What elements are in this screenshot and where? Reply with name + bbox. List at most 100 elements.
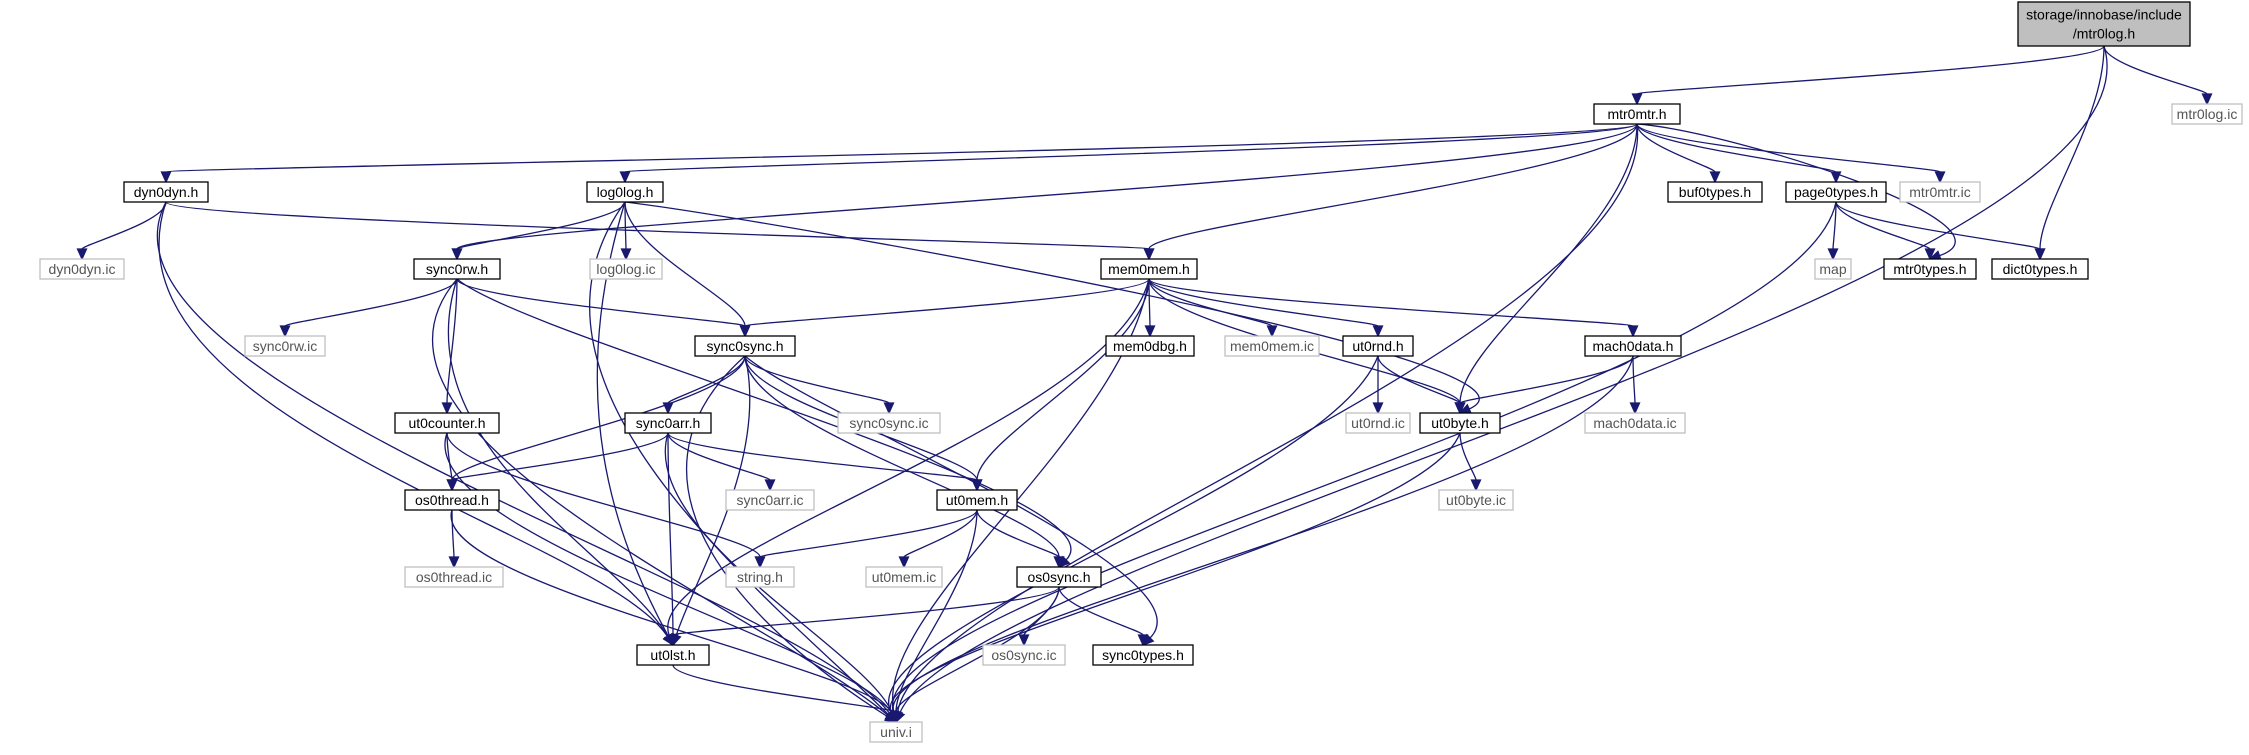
node-box: [394, 412, 500, 434]
node-ut0lst-h[interactable]: ut0lst.h: [636, 644, 710, 666]
node-ut0mem-h[interactable]: ut0mem.h: [936, 489, 1018, 511]
node-box: [1584, 335, 1682, 357]
edge-line: [744, 355, 890, 404]
edge-arrowhead: [620, 248, 632, 261]
node-box: [1593, 103, 1681, 125]
edge-sync0arr_h-to-sync0arr_ic: [667, 432, 776, 492]
edge-arrowhead: [971, 479, 983, 492]
edge-line: [1636, 123, 1941, 173]
node-sync0rw-ic[interactable]: sync0rw.ic: [244, 335, 326, 357]
node-mtr0mtr-h[interactable]: mtr0mtr.h: [1593, 103, 1681, 125]
edge-mtr0mtr_h-to-univ_i: [892, 123, 1638, 724]
edge-line: [456, 278, 1072, 561]
node-box: [1814, 258, 1852, 280]
node-mtr0mtr-ic[interactable]: mtr0mtr.ic: [1899, 181, 1981, 203]
node-label: sync0sync.h: [706, 338, 783, 354]
node-ut0counter-h[interactable]: ut0counter.h: [394, 412, 500, 434]
edge-line: [156, 201, 891, 715]
edge-line: [895, 586, 1060, 713]
edge-arrowhead: [160, 171, 172, 184]
node-label: os0sync.h: [1027, 569, 1090, 585]
edge-mtr0mtr_h-to-log0log_h: [619, 123, 1638, 184]
node-sync0arr-h[interactable]: sync0arr.h: [624, 412, 712, 434]
edge-line: [456, 123, 1638, 250]
edge-arrowhead: [890, 711, 902, 724]
node-ut0rnd-ic[interactable]: ut0rnd.ic: [1345, 412, 1411, 434]
node-dyn0dyn-h[interactable]: dyn0dyn.h: [123, 181, 209, 203]
node-univ-i[interactable]: univ.i: [869, 721, 923, 743]
node-dict0types-h[interactable]: dict0types.h: [1991, 258, 2089, 280]
node-sync0rw-h[interactable]: sync0rw.h: [413, 258, 501, 280]
edge-line: [744, 355, 1060, 558]
node-label: storage/innobase/include: [2026, 7, 2182, 23]
node-box: [869, 721, 923, 743]
node-label: ut0rnd.ic: [1351, 415, 1405, 431]
edge-line: [451, 355, 746, 481]
edge-line: [1058, 586, 1144, 636]
node-dyn0dyn-ic[interactable]: dyn0dyn.ic: [39, 258, 125, 280]
node-buf0types-h[interactable]: buf0types.h: [1667, 181, 1763, 203]
edge-mtr0log_h-to-mtr0log_ic: [2103, 45, 2213, 106]
node-mtr0log-h[interactable]: storage/innobase/include/mtr0log.h: [2017, 1, 2191, 47]
edge-log0log_h-to-ut0byte_h: [624, 201, 1480, 414]
edge-line: [888, 355, 1379, 714]
node-sync0types-h[interactable]: sync0types.h: [1092, 644, 1194, 666]
node-sync0sync-h[interactable]: sync0sync.h: [694, 335, 796, 357]
node-os0thread-ic[interactable]: os0thread.ic: [404, 566, 504, 588]
node-label: sync0rw.ic: [253, 338, 318, 354]
node-box: [39, 258, 125, 280]
node-ut0byte-ic[interactable]: ut0byte.ic: [1438, 489, 1514, 511]
node-mem0mem-h[interactable]: mem0mem.h: [1100, 258, 1198, 280]
edge-sync0arr_h-to-ut0mem_h: [667, 432, 983, 492]
node-sync0sync-ic[interactable]: sync0sync.ic: [837, 412, 941, 434]
node-box: [1345, 412, 1411, 434]
edge-line: [672, 664, 897, 713]
node-label: sync0arr.ic: [737, 492, 804, 508]
node-map[interactable]: map: [1814, 258, 1852, 280]
edge-line: [1148, 278, 1634, 327]
node-sync0arr-ic[interactable]: sync0arr.ic: [725, 489, 815, 511]
node-ut0rnd-h[interactable]: ut0rnd.h: [1342, 335, 1414, 357]
node-mem0dbg-h[interactable]: mem0dbg.h: [1105, 335, 1195, 357]
edge-mem0mem_h-to-sync0sync_h: [739, 278, 1150, 338]
edge-line: [1636, 45, 2105, 95]
node-mem0mem-ic[interactable]: mem0mem.ic: [1224, 335, 1320, 357]
edge-line: [1377, 355, 1461, 404]
node-label: page0types.h: [1794, 184, 1878, 200]
node-label: ut0mem.ic: [872, 569, 937, 585]
node-ut0byte-h[interactable]: ut0byte.h: [1419, 412, 1501, 434]
node-box: [404, 489, 500, 511]
node-label: dict0types.h: [2003, 261, 2078, 277]
edge-line: [976, 509, 1060, 558]
node-label: sync0arr.h: [636, 415, 701, 431]
node-log0log-ic[interactable]: log0log.ic: [589, 258, 663, 280]
edge-arrowhead: [1266, 325, 1278, 338]
node-os0thread-h[interactable]: os0thread.h: [404, 489, 500, 511]
node-page0types-h[interactable]: page0types.h: [1785, 181, 1887, 203]
node-os0sync-h[interactable]: os0sync.h: [1016, 566, 1102, 588]
edge-ut0lst_h-to-univ_i: [672, 664, 902, 724]
node-box: [725, 489, 815, 511]
node-label: mtr0mtr.h: [1607, 106, 1666, 122]
edge-line: [667, 432, 674, 636]
edge-line: [685, 355, 888, 718]
node-mtr0types-h[interactable]: mtr0types.h: [1883, 258, 1977, 280]
edge-mem0mem_h-to-mach0data_h: [1148, 278, 1639, 338]
node-ut0mem-ic[interactable]: ut0mem.ic: [865, 566, 943, 588]
node-string-h[interactable]: string.h: [725, 566, 795, 588]
node-os0sync-ic[interactable]: os0sync.ic: [982, 644, 1066, 666]
edge-arrowhead: [1144, 325, 1156, 338]
edge-line: [889, 432, 1461, 714]
edge-mtr0log_h-to-mtr0mtr_h: [1631, 45, 2105, 106]
edge-arrowhead: [1470, 479, 1482, 492]
node-mach0data-ic[interactable]: mach0data.ic: [1584, 412, 1686, 434]
node-log0log-h[interactable]: log0log.h: [586, 181, 664, 203]
node-mtr0log-ic[interactable]: mtr0log.ic: [2171, 103, 2243, 125]
edge-mem0mem_h-to-ut0mem_h: [971, 278, 1150, 492]
node-mach0data-h[interactable]: mach0data.h: [1584, 335, 1682, 357]
node-label: ut0mem.h: [946, 492, 1008, 508]
node-label: sync0sync.ic: [849, 415, 928, 431]
node-label: mtr0log.ic: [2177, 106, 2238, 122]
edge-mem0mem_h-to-ut0rnd_h: [1148, 278, 1384, 338]
edge-arrowhead: [883, 402, 895, 415]
